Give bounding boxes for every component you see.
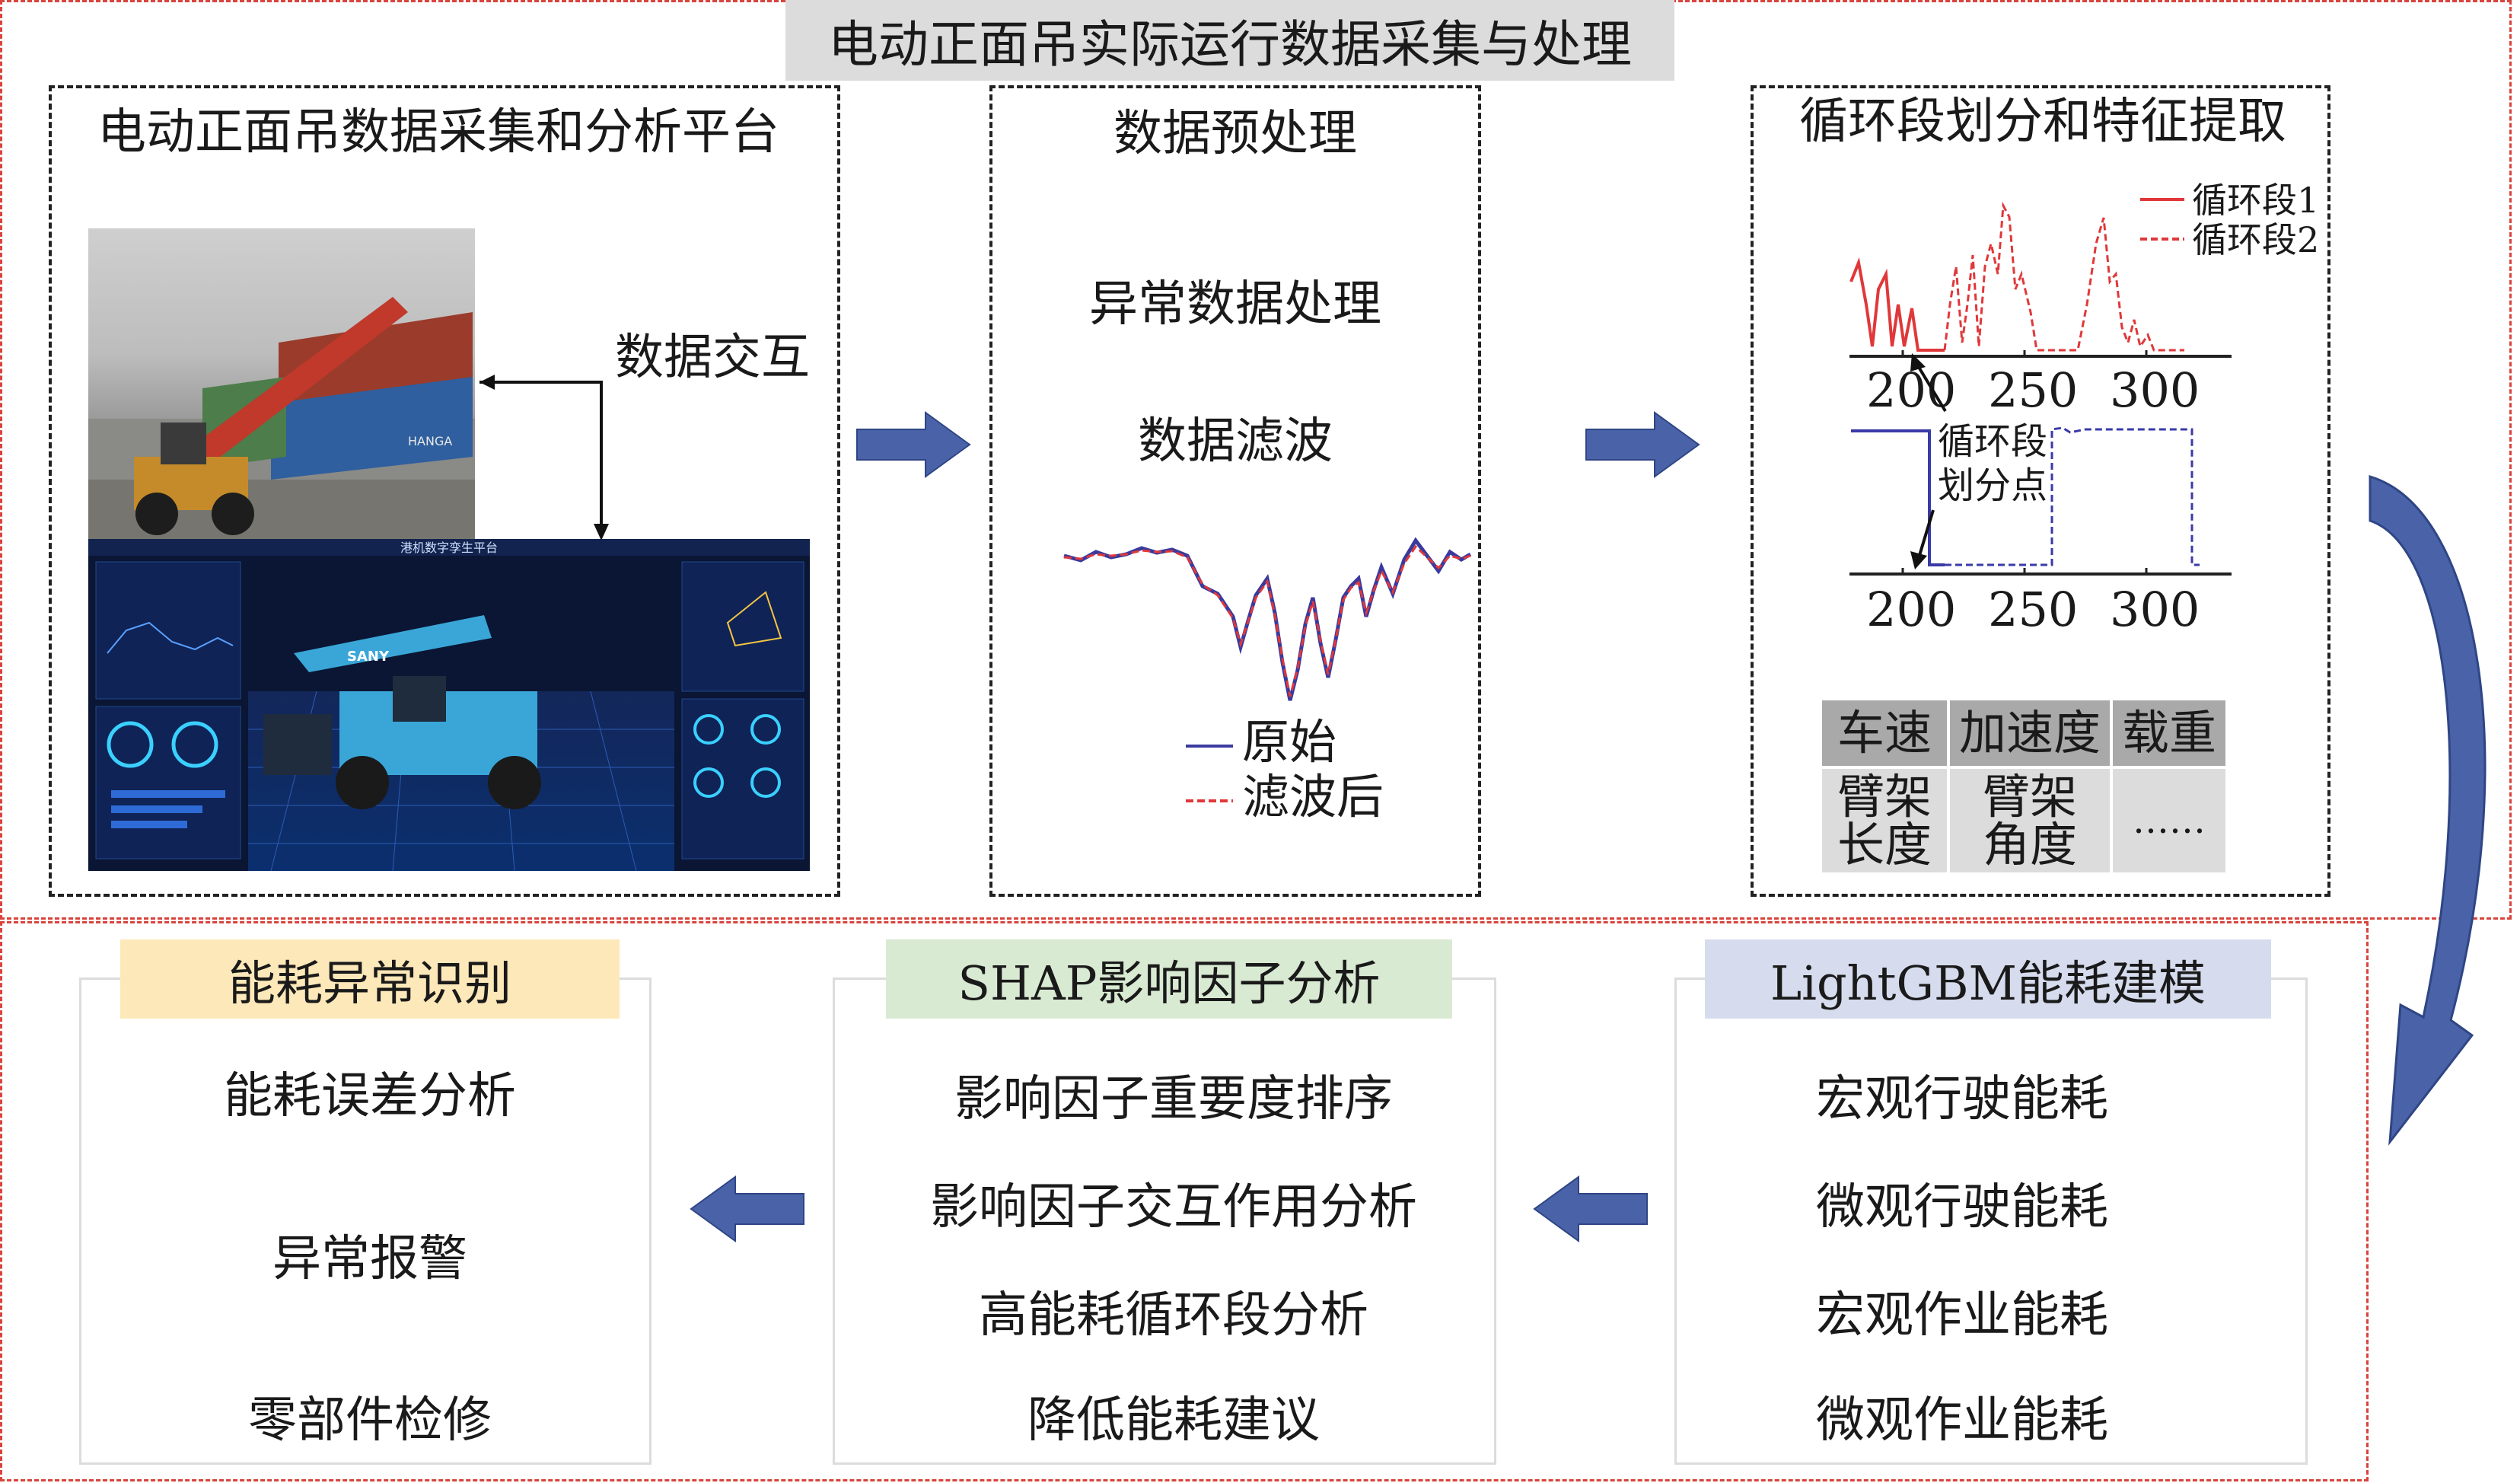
- cycle-1-line: [1849, 257, 1945, 352]
- double-arrow-icon: [479, 375, 609, 541]
- bottom-section-frame: [0, 921, 2369, 1481]
- legend-cycle-2-label: 循环段2: [2192, 219, 2320, 260]
- feature-boom-angle: 臂架 角度: [1950, 769, 2110, 872]
- filter-comparison-chart: [1063, 537, 1472, 701]
- anomaly-item-1: 能耗误差分析: [224, 1068, 516, 1124]
- legend-cycle-1-label: 循环段1: [2192, 180, 2320, 221]
- lightgbm-title: LightGBM能耗建模: [1705, 939, 2271, 1019]
- cycle-2-step-line: [1945, 426, 2200, 566]
- feature-boom-length: 臂架 长度: [1822, 769, 1947, 872]
- lightgbm-item-2: 微观行驶能耗: [1816, 1179, 2108, 1236]
- legend-raw-line: [1186, 745, 1233, 748]
- bottom-axis-tick-250: 250: [1988, 582, 2079, 637]
- vehicle-logo: SANY: [347, 649, 390, 665]
- shap-item-3: 高能耗循环段分析: [979, 1287, 1368, 1344]
- legend-filtered-label: 滤波后: [1242, 769, 1384, 824]
- abnormal-data-step: 异常数据处理: [1089, 276, 1381, 333]
- lightgbm-item-1: 宏观行驶能耗: [1816, 1071, 2108, 1127]
- cycle-2-line: [1943, 201, 2184, 352]
- platform-title: 电动正面吊数据采集和分析平台: [97, 104, 779, 161]
- data-interaction-label: 数据交互: [615, 330, 810, 386]
- feature-table: 车速 加速度 载重 臂架 长度 臂架 角度 ……: [1819, 697, 2228, 875]
- feature-speed: 车速: [1822, 700, 1947, 766]
- legend-filtered-line: [1186, 799, 1233, 802]
- shap-item-4: 降低能耗建议: [1027, 1392, 1320, 1449]
- feature-acceleration: 加速度: [1950, 700, 2110, 766]
- curved-arrow-icon: [2369, 474, 2487, 1146]
- container-brand-text: HANGA: [408, 434, 452, 448]
- feature-load: 载重: [2113, 700, 2225, 766]
- preprocess-panel: [989, 85, 1481, 897]
- split-pointer-arrows: [1910, 353, 1947, 569]
- lightgbm-panel: [1674, 978, 2308, 1465]
- arrow-right-icon: [1585, 411, 1700, 478]
- anomaly-item-3: 零部件检修: [248, 1392, 492, 1449]
- lightgbm-item-3: 宏观作业能耗: [1816, 1287, 2108, 1344]
- split-point-label-line1: 循环段: [1938, 420, 2048, 463]
- cycle-split-chart: [1849, 426, 2232, 576]
- feature-more: ……: [2113, 769, 2225, 872]
- shap-item-1: 影响因子重要度排序: [954, 1071, 1393, 1127]
- bottom-axis-tick-200: 200: [1866, 582, 1957, 637]
- data-filter-step: 数据滤波: [1138, 413, 1333, 470]
- filtered-signal-line: [1063, 544, 1471, 697]
- arrow-left-icon: [1533, 1175, 1648, 1242]
- top-axis-tick-250: 250: [1988, 362, 2079, 418]
- arrow-left-icon: [690, 1175, 804, 1242]
- anomaly-panel: [79, 978, 652, 1465]
- cycle-title: 循环段划分和特征提取: [1799, 94, 2286, 150]
- cycle-1-step-line: [1851, 429, 1945, 566]
- preprocess-title: 数据预处理: [1113, 106, 1357, 162]
- legend-raw-label: 原始: [1242, 714, 1337, 770]
- dashboard-title: 港机数字孪生平台: [400, 541, 498, 555]
- split-point-label-line2: 划分点: [1938, 464, 2048, 507]
- lightgbm-item-4: 微观作业能耗: [1816, 1392, 2108, 1449]
- platform-panel: [49, 85, 840, 897]
- legend-cycle-1-line: [2140, 198, 2184, 201]
- reach-stacker-photo: HANGA: [88, 228, 475, 539]
- anomaly-item-2: 异常报警: [272, 1231, 467, 1287]
- anomaly-title: 能耗异常识别: [120, 939, 620, 1019]
- bottom-axis-tick-300: 300: [2110, 582, 2200, 637]
- cycle-speed-chart: [1849, 201, 2232, 358]
- digital-twin-dashboard: 港机数字孪生平台 SANY: [88, 539, 810, 871]
- shap-item-2: 影响因子交互作用分析: [930, 1179, 1417, 1236]
- top-axis-tick-300: 300: [2110, 362, 2200, 418]
- top-section-title: 电动正面吊实际运行数据采集与处理: [785, 0, 1674, 81]
- cycle-panel: [1751, 85, 2330, 897]
- raw-signal-line: [1063, 537, 1472, 701]
- legend-cycle-2-line: [2140, 238, 2184, 241]
- shap-title: SHAP影响因子分析: [886, 939, 1452, 1019]
- arrow-right-icon: [856, 411, 971, 478]
- shap-panel: [833, 978, 1496, 1465]
